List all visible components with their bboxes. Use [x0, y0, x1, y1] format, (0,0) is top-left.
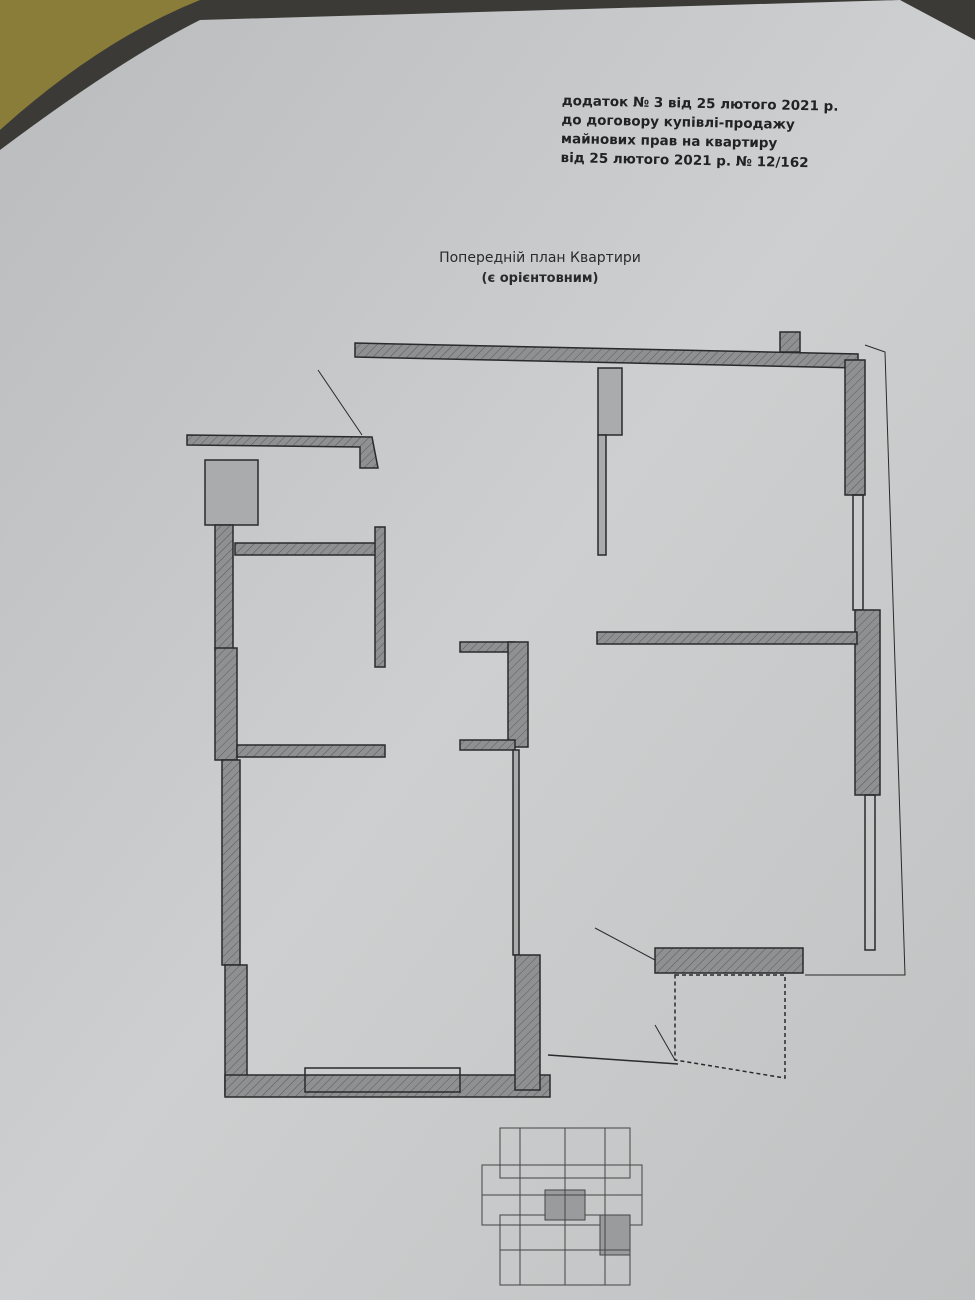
wall-bottom-right — [654, 947, 804, 974]
shaft-left — [204, 459, 259, 526]
plan-title-block: Попередній план Квартири (є орієнтовним) — [400, 250, 680, 286]
wall-inner-v3 — [512, 749, 520, 956]
wall-inner-v5 — [597, 434, 607, 556]
wall-top-block — [779, 331, 801, 353]
wall-left-middle — [221, 759, 241, 966]
wall-inner-h4 — [459, 739, 516, 751]
wall-bottom-link — [547, 1054, 679, 1065]
yellow-corner — [0, 0, 200, 130]
building-key-plan — [481, 1127, 643, 1286]
wall-bottom — [224, 1074, 551, 1098]
plan-subtitle: (є орієнтовним) — [481, 271, 599, 286]
shaft-top — [597, 367, 623, 436]
wall-inner-h1 — [234, 542, 381, 556]
wall-left-hatched-1 — [214, 647, 238, 761]
wall-inner-v2 — [507, 641, 529, 748]
wall-inner-v4 — [514, 954, 541, 1091]
plan-title: Попередній план Квартири — [439, 250, 641, 266]
wall-left-top — [214, 524, 234, 651]
wall-inner-h2 — [236, 744, 386, 758]
wall-right-middle — [854, 609, 881, 796]
floor-plan — [186, 331, 906, 1098]
facade-outline — [805, 344, 906, 976]
wall-left-upper-stub — [186, 434, 379, 469]
window-bottom — [304, 1067, 461, 1093]
wall-inner-h3 — [459, 641, 516, 653]
wall-right-upper — [844, 359, 866, 496]
wall-inner-v1 — [374, 526, 386, 668]
contract-annex-note: додаток № 3 від 25 лютого 2021 р. до дог… — [560, 92, 862, 174]
balcony — [674, 974, 786, 1079]
leader-line-2 — [594, 927, 656, 961]
wall-inner-h5 — [596, 631, 858, 645]
leader-line-1 — [317, 369, 363, 436]
leader-line-3 — [654, 1024, 676, 1061]
window-right-lower — [864, 794, 876, 951]
